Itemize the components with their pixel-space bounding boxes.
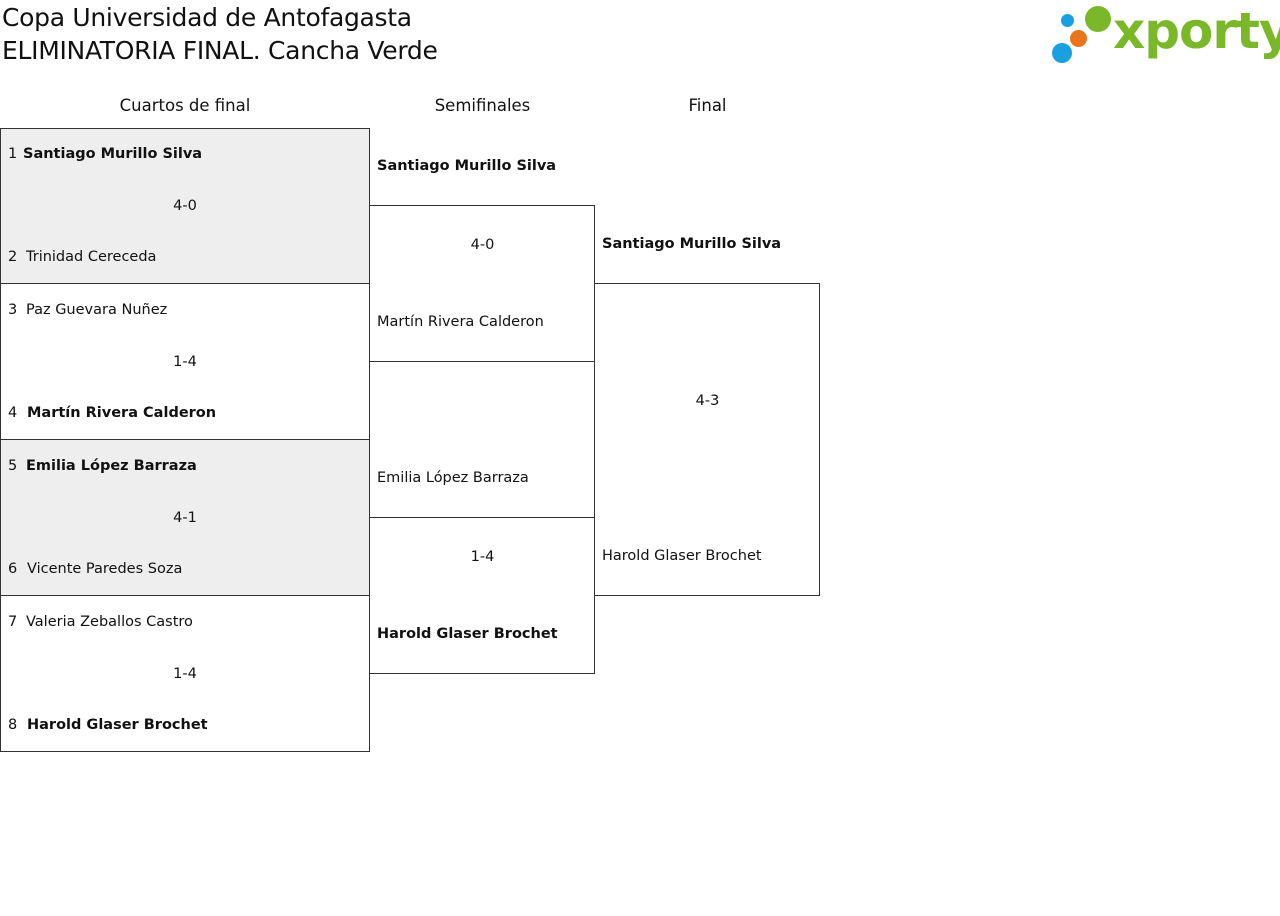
qf4-player-b: 8 Harold Glaser Brochet xyxy=(8,716,208,734)
seed: 1 xyxy=(8,146,18,162)
qf2-player-a: 3 Paz Guevara Nuñez xyxy=(8,301,167,319)
seed: 4 xyxy=(8,405,18,421)
stage-name: ELIMINATORIA FINAL. Cancha Verde xyxy=(2,36,438,65)
sf2-player-b: Harold Glaser Brochet xyxy=(377,626,558,642)
tournament-name: Copa Universidad de Antofagasta xyxy=(2,3,412,32)
round-heading-final: Final xyxy=(688,96,727,115)
round-heading-semifinals: Semifinales xyxy=(434,96,531,115)
player-name: Harold Glaser Brochet xyxy=(27,717,208,733)
final-match xyxy=(594,283,820,596)
final-score: 4-3 xyxy=(695,393,720,409)
final-player-b: Harold Glaser Brochet xyxy=(602,548,762,564)
sf1-player-a: Santiago Murillo Silva xyxy=(377,158,557,174)
qf1-player-a: 1 Santiago Murillo Silva xyxy=(8,145,202,163)
qf3-player-b: 6 Vicente Paredes Soza xyxy=(8,560,182,578)
player-name: Valeria Zeballos Castro xyxy=(26,614,193,630)
logo-dot-blue xyxy=(1052,43,1072,63)
seed: 6 xyxy=(8,561,18,577)
qf2-score: 1-4 xyxy=(173,354,197,370)
player-name: Martín Rivera Calderon xyxy=(27,405,217,421)
quarterfinal-match-1 xyxy=(0,128,370,284)
player-name: Santiago Murillo Silva xyxy=(23,146,203,162)
sf2-player-a: Emilia López Barraza xyxy=(377,470,529,486)
qf1-player-b: 2 Trinidad Cereceda xyxy=(8,248,156,266)
qf3-player-a: 5 Emilia López Barraza xyxy=(8,457,197,475)
qf1-score: 4-0 xyxy=(173,198,197,214)
qf4-player-a: 7 Valeria Zeballos Castro xyxy=(8,613,193,631)
player-name: Vicente Paredes Soza xyxy=(27,561,183,577)
page-title: Copa Universidad de Antofagasta ELIMINAT… xyxy=(2,1,438,67)
player-name: Trinidad Cereceda xyxy=(26,249,157,265)
logo-wordmark: xporty xyxy=(1113,2,1280,60)
qf3-score: 4-1 xyxy=(173,510,197,526)
sf1-player-b: Martín Rivera Calderon xyxy=(377,314,544,330)
qf2-player-b: 4 Martín Rivera Calderon xyxy=(8,404,216,422)
logo-dot-orange xyxy=(1070,30,1087,47)
semifinal-match-2 xyxy=(369,517,595,674)
seed: 8 xyxy=(8,717,18,733)
logo-dot-green xyxy=(1085,6,1111,32)
sf1-score: 4-0 xyxy=(470,237,495,253)
seed: 2 xyxy=(8,249,18,265)
semifinal-match-1 xyxy=(369,205,595,362)
sf2-score: 1-4 xyxy=(470,549,495,565)
round-heading-quarterfinals: Cuartos de final xyxy=(119,96,251,115)
player-name: Paz Guevara Nuñez xyxy=(26,302,168,318)
player-name: Emilia López Barraza xyxy=(26,458,197,474)
quarterfinal-match-3 xyxy=(0,439,370,596)
xporty-logo: xporty xyxy=(1050,2,1280,67)
seed: 5 xyxy=(8,458,18,474)
logo-dot-blue-small xyxy=(1061,14,1074,27)
final-player-a: Santiago Murillo Silva xyxy=(602,236,782,252)
seed: 7 xyxy=(8,614,18,630)
qf4-score: 1-4 xyxy=(173,666,197,682)
seed: 3 xyxy=(8,302,18,318)
